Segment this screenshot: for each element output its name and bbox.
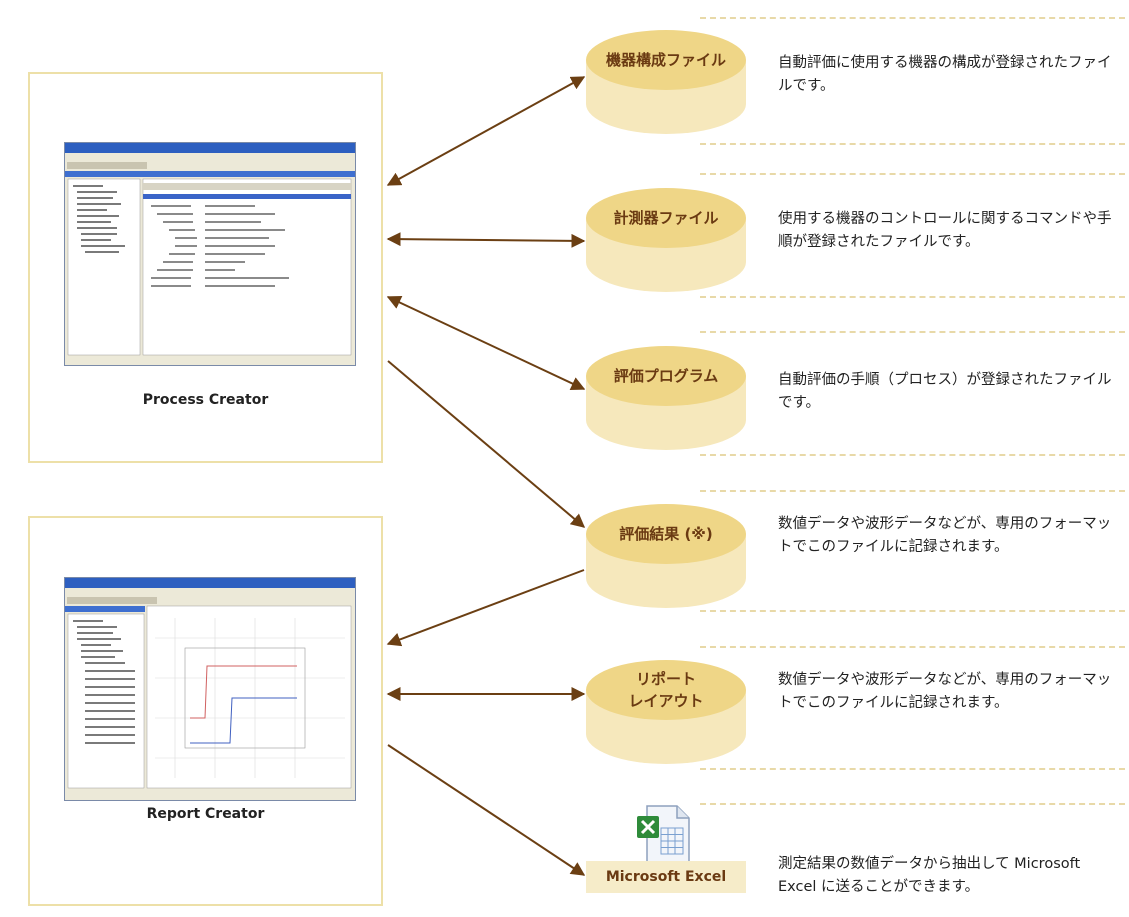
arrow-config <box>386 76 586 186</box>
dash-line <box>700 803 1125 805</box>
file-cylinder-config: 機器構成ファイル <box>586 30 746 134</box>
file-cylinder-result: 評価結果 (※) <box>586 504 746 608</box>
file-description: 数値データや波形データなどが、専用のフォーマットでこのファイルに記録されます。 <box>778 672 1112 712</box>
dash-line <box>700 768 1125 770</box>
dash-line <box>700 143 1125 145</box>
arrow-result-in <box>386 569 585 647</box>
dash-line <box>700 490 1125 492</box>
excel-description: 測定結果の数値データから抽出して Microsoft Excel に送ることがで… <box>778 856 1081 896</box>
file-description: 数値データや波形データなどが、専用のフォーマットでこのファイルに記録されます。 <box>778 516 1112 556</box>
dash-line <box>700 610 1125 612</box>
dash-line <box>700 331 1125 333</box>
dash-line <box>700 296 1125 298</box>
file-cylinder-instrument: 計測器ファイル <box>586 188 746 292</box>
cylinder-shape <box>586 346 746 450</box>
file-label: 評価結果 (※) <box>619 524 713 543</box>
cylinder-shape <box>586 188 746 292</box>
excel-icon <box>637 805 690 863</box>
arrow-instrument <box>386 232 586 248</box>
process-creator-box: Process Creator <box>28 72 383 463</box>
process-creator-label: Process Creator <box>142 392 269 408</box>
file-description: 自動評価に使用する機器の構成が登録されたファイルです。 <box>778 55 1112 95</box>
process-creator-screenshot <box>64 142 356 366</box>
file-description: 使用する機器のコントロールに関するコマンドや手順が登録されたファイルです。 <box>778 211 1112 251</box>
file-description: 自動評価の手順（プロセス）が登録されたファイルです。 <box>778 372 1112 412</box>
arrow-result-out <box>387 360 586 528</box>
cylinder-shape <box>586 660 746 764</box>
file-label: 評価プログラム <box>613 366 719 385</box>
file-cylinder-program: 評価プログラム <box>586 346 746 450</box>
arrow-program <box>386 296 586 390</box>
dash-line <box>700 454 1125 456</box>
excel-label: Microsoft Excel <box>586 861 746 893</box>
report-creator-screenshot <box>64 577 356 801</box>
report-creator-label: Report Creator <box>146 806 265 822</box>
cylinder-shape <box>586 30 746 134</box>
cylinder-shape <box>586 504 746 608</box>
file-label: リポート レイアウト <box>628 669 704 711</box>
arrow-excel <box>387 744 586 876</box>
file-cylinder-report-layout: リポート レイアウト <box>586 660 746 764</box>
dash-line <box>700 17 1125 19</box>
dash-line <box>700 173 1125 175</box>
file-label: 計測器ファイル <box>613 208 719 227</box>
report-creator-box: Report Creator <box>28 516 383 906</box>
dash-line <box>700 646 1125 648</box>
file-label: 機器構成ファイル <box>605 50 726 69</box>
